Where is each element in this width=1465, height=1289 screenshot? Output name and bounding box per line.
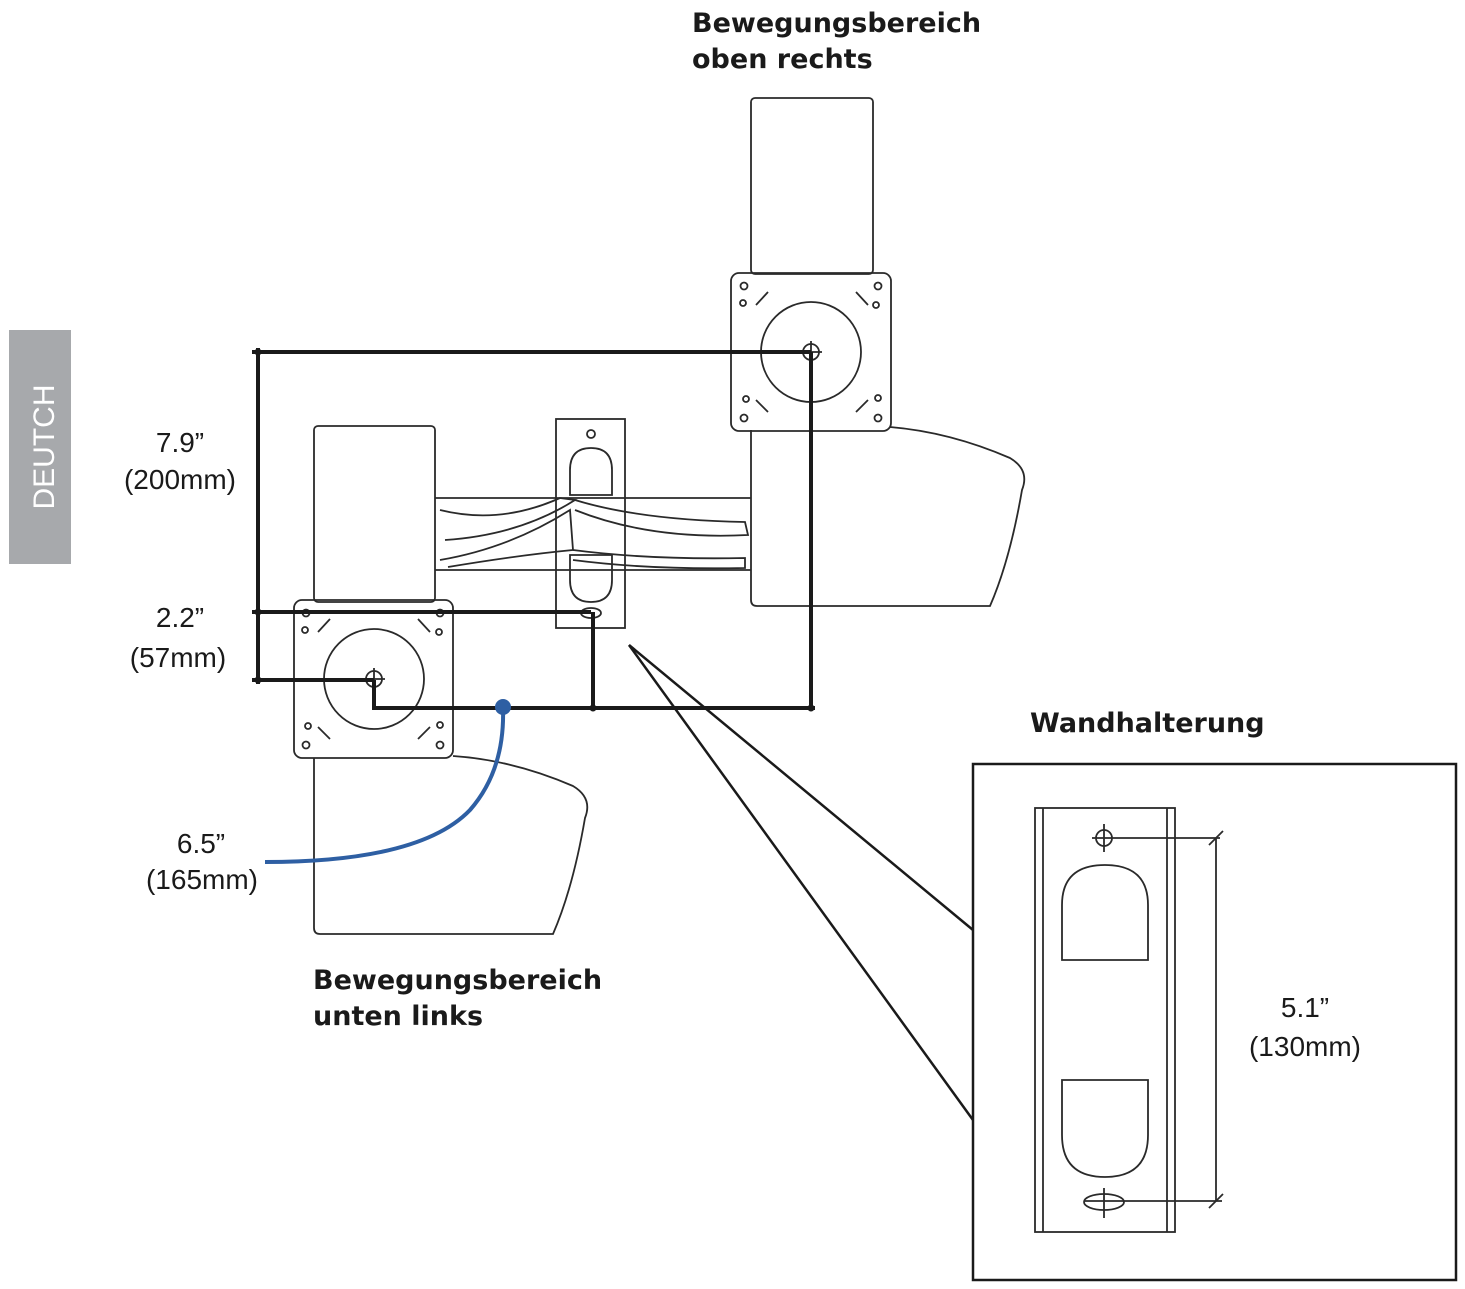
wall-plate-upper-slot	[569, 447, 613, 496]
dim-wall-holes-mm: (130mm)	[1249, 1031, 1361, 1062]
lower-left-slot-tr	[417, 618, 431, 633]
lower-left-hole-br	[435, 740, 445, 750]
dim-wall-holes-inch: 5.1”	[1281, 992, 1329, 1023]
upper-right-slot-br	[855, 399, 869, 413]
dim-vertical-total-mm: (200mm)	[124, 464, 236, 495]
lower-left-label-line1: Bewegungsbereich	[313, 965, 602, 996]
wall-mount-inset	[971, 762, 1458, 1282]
lower-left-hole-tr2	[435, 628, 443, 636]
lower-left-slot-br	[417, 726, 431, 740]
text-labels: Bewegungsbereich oben rechts Bewegungsbe…	[124, 8, 1361, 1062]
dim-node-bottom-right	[807, 704, 815, 712]
lower-left-hole-br2	[436, 721, 444, 729]
lower-left-slot-bl	[317, 726, 331, 740]
lower-left-label-line2: unten links	[313, 1001, 483, 1032]
dimension-lines	[252, 348, 815, 712]
wall-plate-lower-slot	[569, 554, 613, 603]
arm-segment-right-lower	[572, 549, 746, 570]
zoom-line-upper	[628, 644, 974, 931]
upper-right-hole-br2	[874, 394, 882, 402]
inset-dim-tick-top	[1208, 830, 1224, 846]
wall-plate-top-hole	[586, 429, 596, 439]
dim-horizontal-mm: (165mm)	[146, 864, 258, 895]
dim-node-wall	[589, 704, 597, 712]
upper-right-monitor-lower-body	[750, 426, 1026, 607]
inset-top-hole-crosshair	[1092, 824, 1220, 852]
inset-dim-tick-bottom	[1208, 1193, 1224, 1209]
arm-linkage	[435, 497, 751, 571]
zoom-lines	[627, 644, 975, 1121]
wall-mount-label: Wandhalterung	[1030, 708, 1265, 739]
dim-vertical-offset-mm: (57mm)	[130, 642, 226, 673]
zoom-line-lower	[627, 644, 975, 1121]
horizontal-callout	[264, 699, 511, 864]
arm-segment-right	[574, 499, 750, 537]
inset-bottom-hole-crosshair	[1083, 1188, 1222, 1218]
upper-right-hole-tr	[873, 281, 883, 291]
upper-right-hole-tl2	[739, 299, 747, 307]
upper-right-label-line1: Bewegungsbereich	[692, 8, 981, 39]
language-tab: DEUTCH	[9, 330, 71, 564]
dim-horizontal-inch: 6.5”	[177, 828, 225, 859]
upper-right-monitor-top	[750, 97, 874, 275]
dim-node-top-left	[254, 348, 262, 356]
lower-left-monitor-top	[313, 425, 436, 603]
callout-curve	[264, 707, 506, 864]
arm-segment-left-lower	[439, 508, 574, 568]
dim-vertical-offset-inch: 2.2”	[156, 602, 204, 633]
upper-right-hole-tr2	[872, 301, 880, 309]
wall-plate-outline	[555, 418, 626, 629]
upper-right-hole-br	[873, 413, 883, 423]
wall-plate-small	[555, 418, 626, 629]
lower-left-monitor-lower-body	[313, 755, 589, 935]
inset-frame	[971, 762, 1458, 1282]
lower-left-hole-bl2	[304, 722, 312, 730]
upper-right-hole-tl	[739, 281, 749, 291]
inset-lower-slot	[1061, 1079, 1149, 1178]
callout-dot	[495, 699, 511, 715]
lower-left-hole-bl	[301, 740, 311, 750]
upper-right-hole-bl2	[742, 395, 750, 403]
lower-left-monitor	[293, 425, 589, 935]
upper-right-slot-bl	[755, 399, 769, 413]
language-tab-label: DEUTCH	[28, 385, 61, 510]
dim-vertical-total-inch: 7.9”	[156, 427, 204, 458]
lower-left-slot-tl	[317, 618, 331, 633]
arm-segment-left	[439, 497, 578, 541]
language-tab-background	[9, 330, 71, 564]
upper-right-label-line2: oben rechts	[692, 44, 873, 75]
inset-upper-slot	[1061, 864, 1149, 961]
dim-node-mid-left	[254, 608, 262, 616]
upper-right-slot-tl	[755, 291, 769, 306]
upper-right-hole-bl	[739, 413, 749, 423]
inset-plate-outline	[1034, 807, 1176, 1233]
upper-right-slot-tr	[855, 291, 869, 306]
dim-node-bottom-left	[254, 676, 262, 684]
lower-left-hole-tl2	[301, 626, 309, 634]
